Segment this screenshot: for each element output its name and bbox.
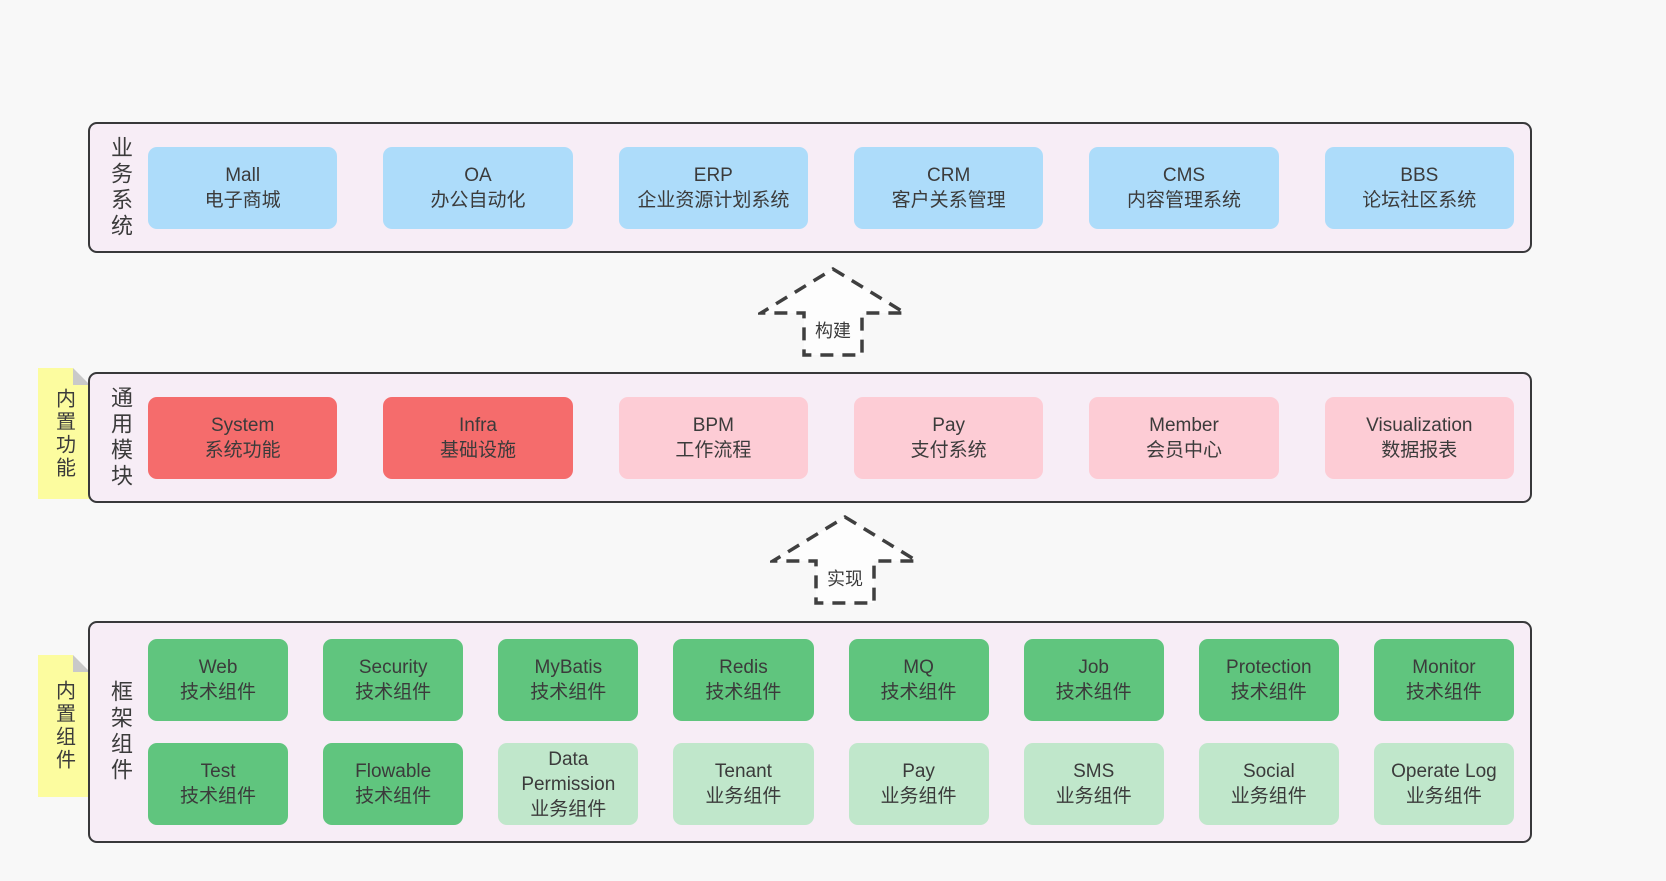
box-title: Test — [200, 761, 236, 782]
box-title: Job — [1078, 657, 1109, 678]
box-data-permission: Data Permission 业务组件 — [498, 743, 639, 825]
box-subtitle: 技术组件 — [530, 682, 607, 703]
builtin-features-note: 内置功能 — [38, 368, 90, 499]
box-pay-component: Pay 业务组件 — [848, 743, 989, 825]
box-subtitle: 技术组件 — [705, 682, 782, 703]
box-tenant: Tenant 业务组件 — [673, 743, 814, 825]
box-title: Data Permission — [521, 748, 616, 795]
box-job: Job 技术组件 — [1023, 639, 1164, 721]
box-member: Member 会员中心 — [1089, 396, 1279, 479]
box-subtitle: 支付系统 — [910, 439, 987, 461]
box-subtitle: 内容管理系统 — [1126, 189, 1241, 211]
builtin-components-note: 内置组件 — [38, 655, 90, 797]
box-title: Social — [1242, 761, 1295, 782]
box-subtitle: 基础设施 — [439, 439, 516, 461]
layer-components-label: 框架组件 — [108, 680, 133, 784]
box-subtitle: 技术组件 — [180, 682, 257, 703]
box-security: Security 技术组件 — [323, 639, 464, 721]
box-subtitle: 数据报表 — [1381, 439, 1458, 461]
box-title: Protection — [1226, 657, 1312, 678]
box-subtitle: 业务组件 — [530, 798, 607, 820]
box-title: Member — [1149, 414, 1219, 436]
box-title: SMS — [1073, 761, 1115, 782]
builtin-components-note-label: 内置组件 — [52, 680, 75, 772]
box-subtitle: 业务组件 — [1230, 786, 1307, 807]
box-subtitle: 工作流程 — [675, 439, 752, 461]
box-infra: Infra 基础设施 — [383, 396, 573, 479]
layer-modules-label: 通用模块 — [108, 385, 133, 490]
box-title: Operate Log — [1391, 761, 1497, 782]
layer-business-label: 业务系统 — [108, 135, 133, 240]
box-title: Pay — [932, 414, 966, 436]
box-pay-module: Pay 支付系统 — [853, 396, 1044, 479]
box-title: Tenant — [714, 761, 772, 782]
box-subtitle: 企业资源计划系统 — [637, 189, 790, 211]
implement-arrow-icon: 实现 — [770, 514, 920, 606]
box-crm: CRM 客户关系管理 — [853, 146, 1044, 229]
box-subtitle: 业务组件 — [1405, 786, 1482, 807]
box-title: BPM — [692, 414, 734, 436]
box-subtitle: 技术组件 — [880, 682, 957, 703]
box-social: Social 业务组件 — [1198, 743, 1339, 825]
box-title: MyBatis — [534, 657, 603, 678]
box-subtitle: 技术组件 — [1230, 682, 1307, 703]
box-bpm: BPM 工作流程 — [618, 396, 808, 479]
box-title: Redis — [719, 657, 768, 678]
box-title: Visualization — [1366, 414, 1473, 436]
box-test: Test 技术组件 — [148, 743, 289, 825]
box-subtitle: 客户关系管理 — [891, 189, 1006, 211]
box-title: BBS — [1400, 164, 1439, 186]
box-flowable: Flowable 技术组件 — [323, 743, 464, 825]
box-mybatis: MyBatis 技术组件 — [498, 639, 639, 721]
box-title: System — [210, 414, 275, 436]
box-operate-log: Operate Log 业务组件 — [1373, 743, 1514, 825]
box-subtitle: 电子商城 — [204, 189, 281, 211]
build-arrow-icon: 构建 — [758, 266, 908, 358]
layer-common-modules: 通用模块 System 系统功能 Infra 基础设施 BPM 工作流程 Pay… — [88, 372, 1532, 503]
box-title: Mall — [225, 164, 261, 186]
box-web: Web 技术组件 — [148, 639, 289, 721]
box-title: OA — [464, 164, 492, 186]
box-subtitle: 业务组件 — [1055, 786, 1132, 807]
box-monitor: Monitor 技术组件 — [1373, 639, 1514, 721]
builtin-features-note-label: 内置功能 — [52, 387, 75, 480]
box-title: ERP — [693, 164, 733, 186]
box-mq: MQ 技术组件 — [848, 639, 989, 721]
box-sms: SMS 业务组件 — [1023, 743, 1164, 825]
box-title: Flowable — [355, 761, 432, 782]
box-title: CMS — [1162, 164, 1206, 186]
box-oa: OA 办公自动化 — [383, 146, 573, 229]
box-cms: CMS 内容管理系统 — [1089, 146, 1279, 229]
box-subtitle: 技术组件 — [180, 786, 257, 807]
box-title: Monitor — [1412, 657, 1476, 678]
box-title: CRM — [927, 164, 971, 186]
box-subtitle: 办公自动化 — [430, 189, 526, 211]
box-title: MQ — [903, 657, 934, 678]
box-subtitle: 技术组件 — [1405, 682, 1482, 703]
box-subtitle: 系统功能 — [204, 439, 281, 461]
box-title: Security — [358, 657, 428, 678]
layer-business-systems: 业务系统 Mall 电子商城 OA 办公自动化 ERP 企业资源计划系统 CRM… — [88, 122, 1532, 253]
box-mall: Mall 电子商城 — [148, 146, 338, 229]
box-system: System 系统功能 — [148, 396, 338, 479]
box-title: Pay — [902, 761, 935, 782]
box-redis: Redis 技术组件 — [673, 639, 814, 721]
box-subtitle: 论坛社区系统 — [1362, 189, 1477, 211]
box-subtitle: 技术组件 — [355, 786, 432, 807]
box-title: Infra — [458, 414, 497, 436]
box-subtitle: 会员中心 — [1145, 439, 1222, 461]
box-visualization: Visualization 数据报表 — [1324, 396, 1514, 479]
box-subtitle: 技术组件 — [1055, 682, 1132, 703]
box-bbs: BBS 论坛社区系统 — [1324, 146, 1514, 229]
box-subtitle: 业务组件 — [880, 786, 957, 807]
build-arrow-label: 构建 — [815, 321, 851, 341]
box-protection: Protection 技术组件 — [1198, 639, 1339, 721]
box-subtitle: 技术组件 — [355, 682, 432, 703]
box-subtitle: 业务组件 — [705, 786, 782, 807]
box-erp: ERP 企业资源计划系统 — [618, 146, 808, 229]
box-title: Web — [198, 657, 238, 678]
layer-framework-components: 框架组件 Web 技术组件 Security 技术组件 MyBatis 技术组件… — [88, 621, 1532, 843]
implement-arrow-label: 实现 — [827, 569, 863, 589]
